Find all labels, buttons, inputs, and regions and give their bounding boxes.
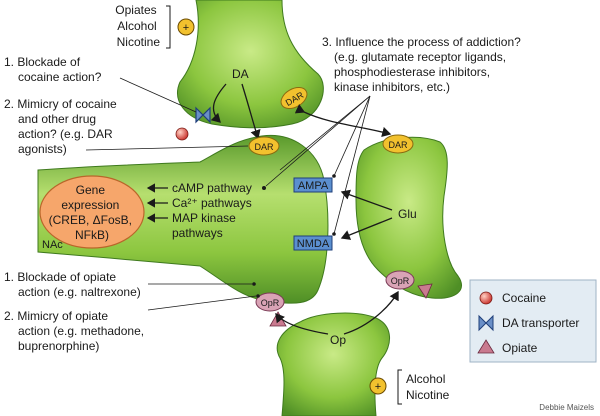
credit: Debbie Maizels	[539, 403, 594, 412]
plus-sign: +	[375, 381, 381, 393]
nac-label: NAc	[42, 239, 63, 251]
da-release-arrow	[210, 83, 227, 123]
nmda-receptor: NMDA	[293, 235, 333, 251]
ampa-receptor: AMPA	[293, 177, 333, 193]
note-block-cocaine: 1. Blockade of cocaine action?	[4, 55, 102, 84]
opr-glu-receptor: OpR	[385, 270, 415, 290]
leader-line	[85, 145, 249, 151]
top-drugs-bracket	[166, 5, 171, 49]
dar-glu-receptor: DAR	[382, 134, 414, 154]
leader-dot	[332, 232, 336, 236]
leader-line	[265, 95, 371, 187]
op-label: Op	[330, 333, 346, 347]
leader-line	[279, 95, 371, 171]
leader-dot	[256, 294, 260, 298]
drug-nicotine: Nicotine	[406, 388, 450, 402]
dar-presynaptic-receptor: DAR	[280, 87, 308, 109]
op-to-opr-arrow-2	[343, 290, 399, 335]
map-kinase-label: MAP kinase	[172, 211, 236, 225]
legend: Cocaine DA transporter Opiate	[469, 279, 597, 363]
legend-da-transporter-label: DA transporter	[502, 316, 579, 330]
svg-text:OpR: OpR	[391, 276, 410, 286]
da-to-dar-arrow	[241, 83, 261, 140]
cocaine-icon	[479, 291, 493, 305]
note-mimic-opiate: 2. Mimicry of opiate action (e.g. methad…	[4, 309, 147, 353]
gene-line: NFkB)	[75, 228, 109, 242]
ca-pathway-label: Ca²⁺ pathways	[172, 196, 252, 210]
top-drugs-list: Opiates Alcohol Nicotine	[115, 3, 160, 49]
gene-line: Gene	[76, 183, 106, 197]
opiate-icon	[269, 311, 287, 327]
leader-line	[333, 95, 371, 235]
svg-text:DAR: DAR	[254, 142, 274, 152]
svg-text:OpR: OpR	[261, 298, 280, 308]
da-label: DA	[232, 67, 249, 81]
bottom-drugs-list: Alcohol Nicotine	[406, 372, 450, 402]
cocaine-icon	[175, 127, 189, 141]
gene-expression-nucleus	[39, 175, 145, 249]
gene-line: (CREB, ΔFosB,	[49, 213, 132, 227]
opr-nac-receptor: OpR	[255, 292, 285, 312]
pathway-dot	[262, 186, 266, 190]
drug-nicotine: Nicotine	[117, 35, 161, 49]
note-addiction: 3. Influence the process of addiction? (…	[322, 35, 524, 94]
drug-alcohol: Alcohol	[117, 19, 156, 33]
dar-link-arrow	[294, 104, 392, 138]
leader-dot	[332, 174, 336, 178]
camp-pathway-label: cAMP pathway	[172, 181, 252, 195]
legend-opiate-label: Opiate	[502, 341, 538, 355]
glu-to-ampa-arrow	[340, 189, 393, 211]
leader-line	[147, 295, 257, 311]
da-transporter-icon	[478, 314, 494, 332]
plus-sign: +	[183, 22, 189, 34]
bottom-drugs-bracket	[397, 369, 402, 405]
gene-line: expression	[61, 198, 119, 212]
svg-text:AMPA: AMPA	[298, 180, 329, 192]
svg-text:NMDA: NMDA	[297, 238, 330, 250]
op-to-opr-arrow	[275, 312, 329, 335]
da-presynaptic-neuron	[177, 0, 324, 129]
glu-neuron	[355, 136, 463, 299]
plus-icon	[177, 18, 195, 36]
dar-nac-receptor: DAR	[248, 136, 280, 156]
opiate-icon	[477, 339, 495, 354]
plus-icon	[369, 377, 387, 395]
glu-label: Glu	[398, 207, 417, 221]
drug-alcohol: Alcohol	[406, 372, 445, 386]
map-kinase-label-2: pathways	[172, 226, 223, 240]
note-block-opiate: 1. Blockade of opiate action (e.g. naltr…	[4, 270, 141, 299]
da-transporter-icon	[195, 106, 211, 124]
note-mimic-cocaine: 2. Mimicry of cocaine and other drug act…	[4, 97, 120, 156]
svg-text:DAR: DAR	[388, 140, 408, 150]
drug-opiates: Opiates	[115, 3, 156, 17]
leader-dot	[252, 282, 256, 286]
leader-line	[119, 77, 197, 113]
leader-line	[333, 95, 371, 177]
opioid-neuron	[276, 312, 390, 416]
gene-expression-label: Gene expression (CREB, ΔFosB, NFkB)	[49, 183, 136, 242]
opiate-icon	[417, 283, 433, 299]
legend-cocaine-label: Cocaine	[502, 291, 546, 305]
glu-to-nmda-arrow	[340, 217, 393, 240]
